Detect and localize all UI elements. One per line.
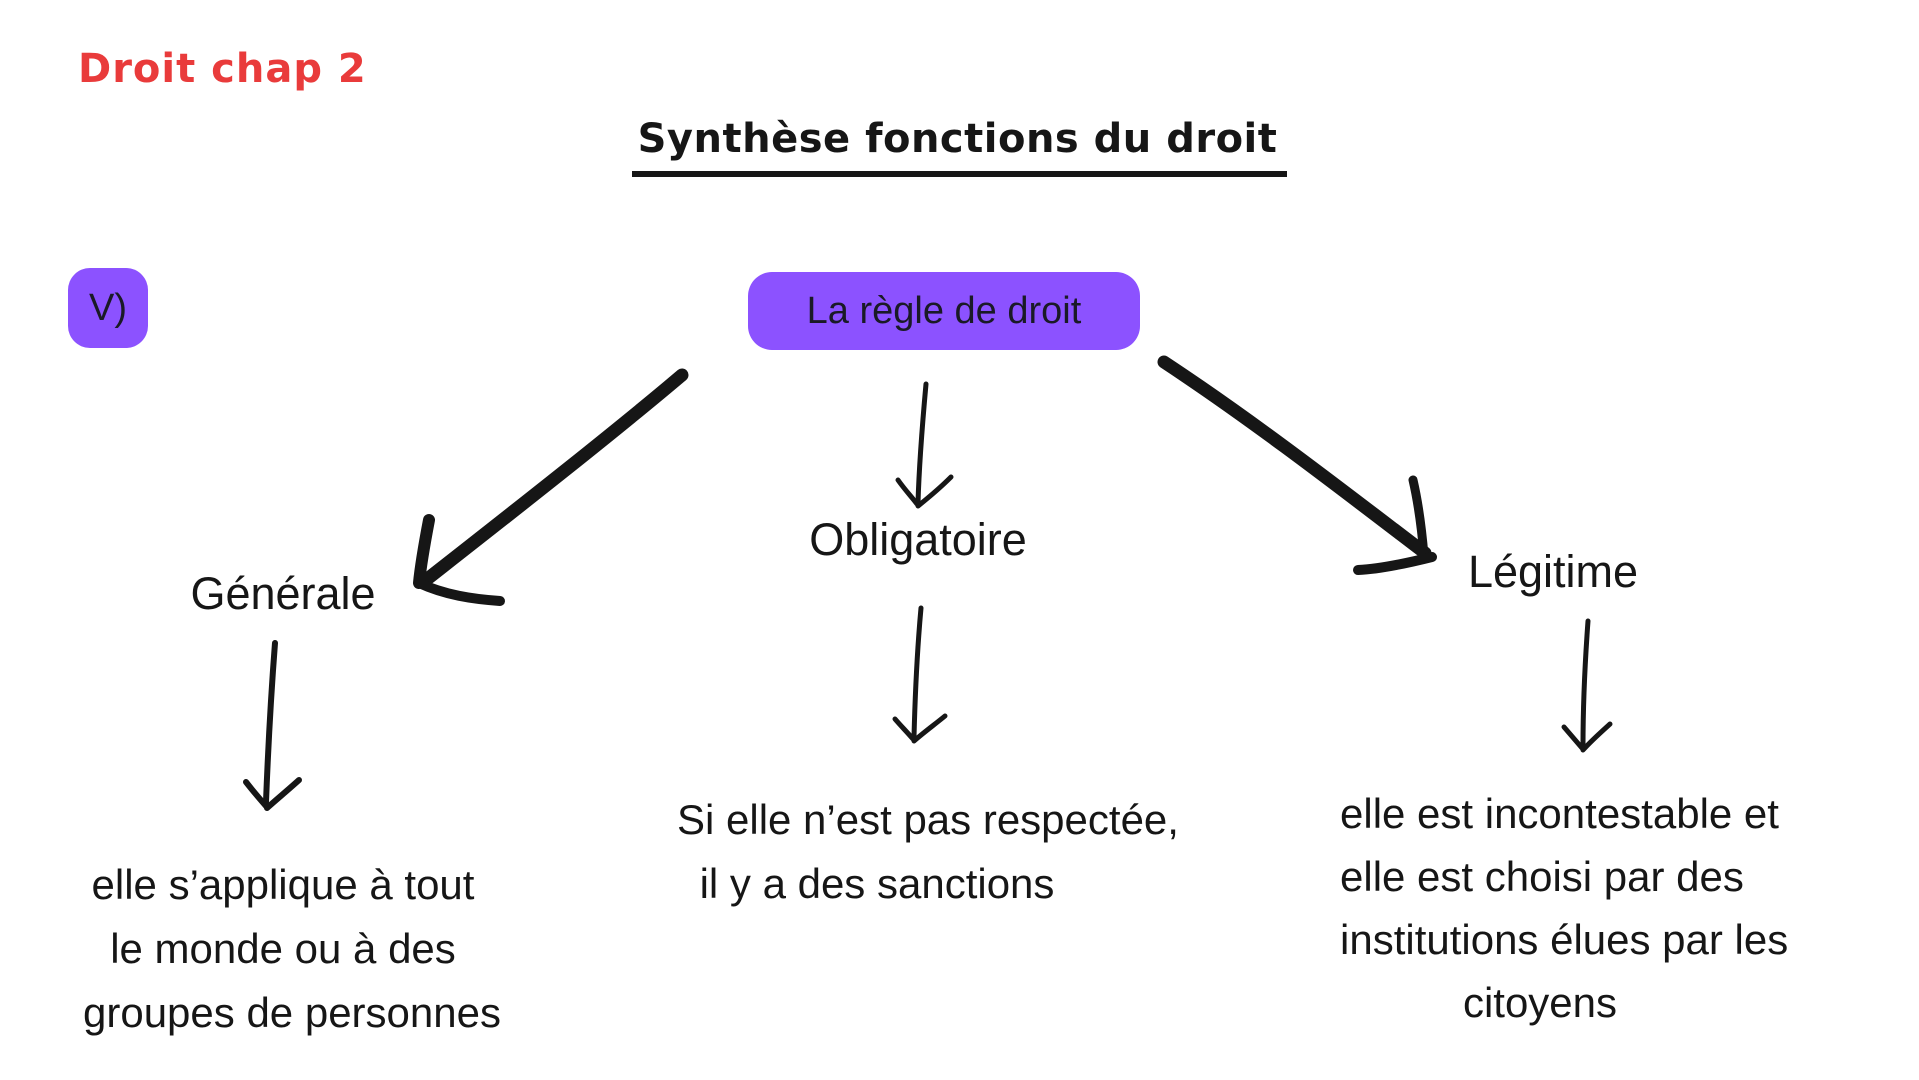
description-line: elle est choisi par des <box>1340 853 1744 900</box>
description-line: groupes de personnes <box>83 989 501 1036</box>
branch-label-obligatoire: Obligatoire <box>809 514 1027 565</box>
title-wrap: Synthèse fonctions du droit <box>0 116 1919 177</box>
arrow-root-to-legitime-icon <box>1157 355 1437 575</box>
section-marker-label: V) <box>89 286 127 329</box>
root-node-label: La règle de droit <box>806 289 1082 332</box>
branch-label-generale: Générale <box>190 568 376 619</box>
description-generale: elle s’applique à tout le monde ou à des… <box>83 853 501 1045</box>
branch-label-legitime: Légitime <box>1467 546 1639 597</box>
description-legitime: elle est incontestable et elle est chois… <box>1340 782 1789 1034</box>
arrow-obligatoire-to-description-icon <box>892 605 948 744</box>
description-line: elle s’applique à tout <box>91 861 475 908</box>
description-line: elle est incontestable et <box>1340 790 1779 837</box>
description-line: le monde ou à des <box>110 925 456 972</box>
arrow-generale-to-description-icon <box>243 640 302 811</box>
chapter-label: Droit chap 2 <box>78 46 367 92</box>
description-obligatoire: Si elle n’est pas respectée, il y a des … <box>677 788 1179 916</box>
description-line: institutions élues par les <box>1340 916 1789 963</box>
arrow-root-to-obligatoire-icon <box>895 381 954 509</box>
description-line: Si elle n’est pas respectée, <box>677 796 1179 843</box>
description-line: il y a des sanctions <box>699 860 1055 907</box>
arrow-legitime-to-description-icon <box>1561 618 1613 753</box>
description-line: citoyens <box>1462 979 1618 1026</box>
root-node-la-regle-de-droit: La règle de droit <box>748 272 1140 350</box>
section-marker-box: V) <box>68 268 148 348</box>
page-title: Synthèse fonctions du droit <box>631 116 1288 177</box>
